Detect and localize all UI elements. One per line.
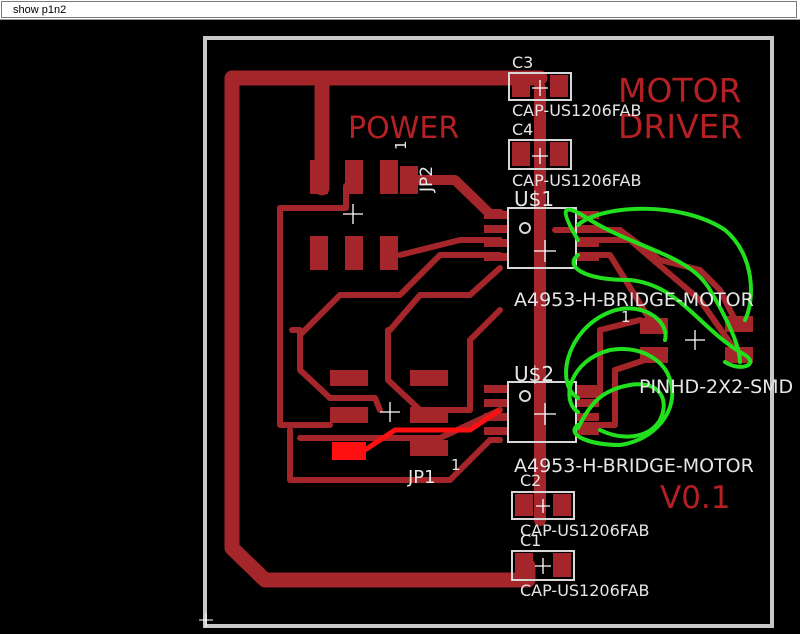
- c3-name: C3: [512, 53, 533, 72]
- c4-name: C4: [512, 120, 533, 139]
- cursor-cross: [199, 613, 213, 627]
- u1-name: U$1: [514, 187, 554, 211]
- power-label: POWER: [348, 111, 459, 146]
- u2-value: A4953-H-BRIDGE-MOTOR: [514, 455, 754, 477]
- u2-name: U$2: [514, 362, 554, 386]
- board-outline: [203, 36, 774, 628]
- c2-value: CAP-US1206FAB: [520, 521, 649, 540]
- pcb-layout-canvas[interactable]: POWER MOTOR DRIVER V0.1 C3 CAP-US1206FAB…: [0, 20, 800, 634]
- c1-value: CAP-US1206FAB: [520, 581, 649, 600]
- pcb-board-view: POWER MOTOR DRIVER V0.1 C3 CAP-US1206FAB…: [199, 36, 793, 628]
- c1-name: C1: [520, 531, 541, 550]
- jp2-pin1-marker: 1: [392, 140, 410, 150]
- jp2-name: JP2: [417, 166, 437, 193]
- jp1-pin1-marker: 1: [451, 456, 461, 474]
- board-title-line1: MOTOR: [618, 71, 742, 110]
- c3-value: CAP-US1206FAB: [512, 101, 641, 120]
- c2-name: C2: [520, 471, 541, 490]
- command-input[interactable]: [1, 1, 797, 18]
- jp3-pin1-marker: 1: [621, 308, 631, 326]
- jp1-name: JP1: [407, 467, 436, 488]
- origin-crosses: [343, 80, 705, 574]
- version-label: V0.1: [660, 480, 731, 516]
- jp3-value: PINHD-2X2-SMD: [639, 376, 793, 398]
- copper-pads: [310, 75, 753, 577]
- highlighted-net: [332, 407, 502, 460]
- airwires: [563, 206, 753, 447]
- board-title-line2: DRIVER: [618, 107, 742, 146]
- u1-value: A4953-H-BRIDGE-MOTOR: [514, 289, 754, 311]
- c4-value: CAP-US1206FAB: [512, 171, 641, 190]
- command-bar: [0, 0, 800, 20]
